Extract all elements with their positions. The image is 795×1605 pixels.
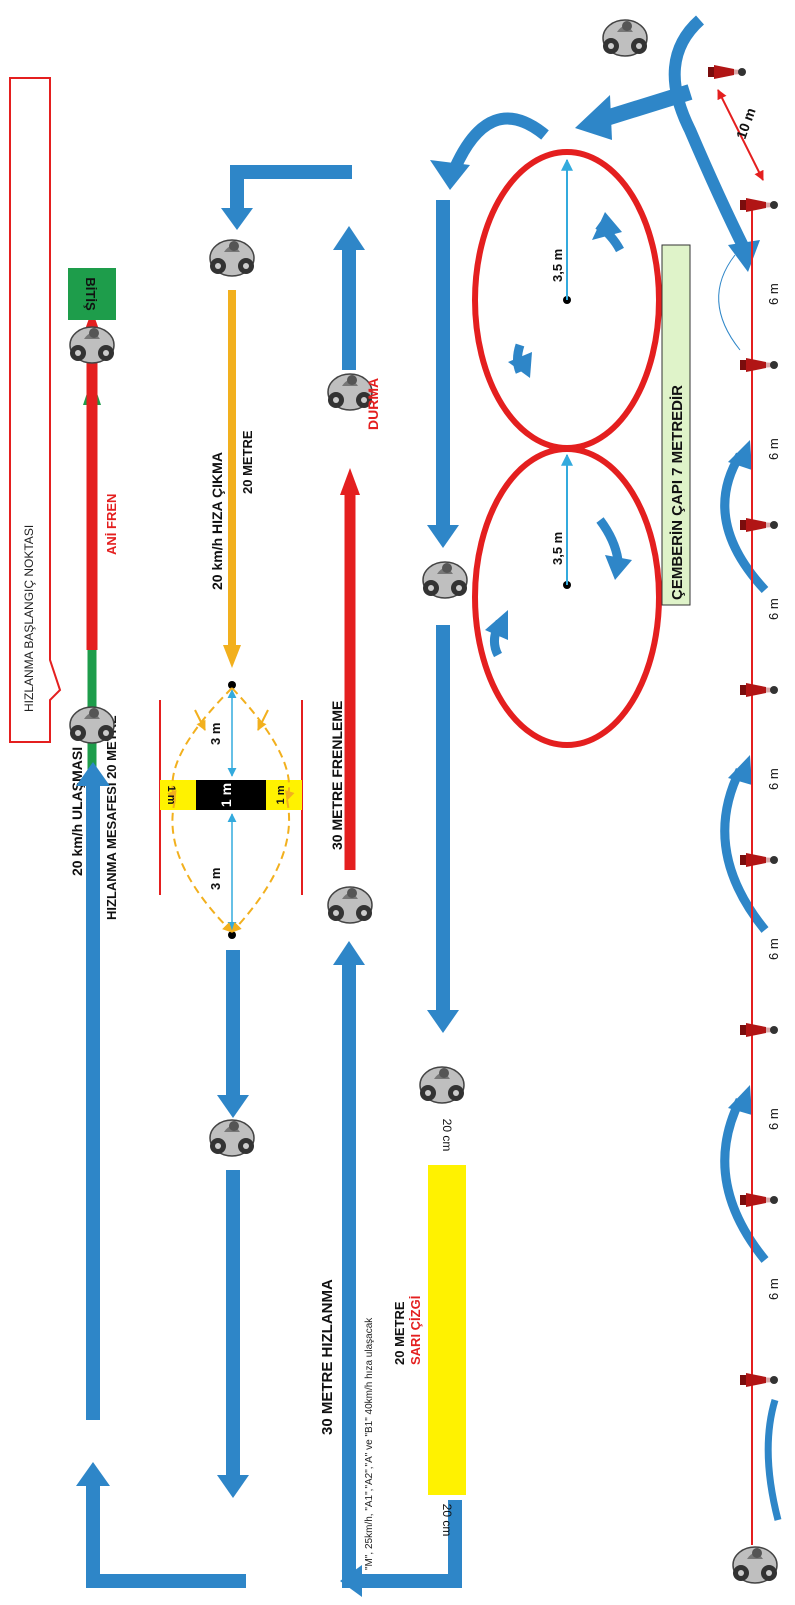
cone-6m-label: 6 m xyxy=(766,938,781,960)
motorcycle-icon xyxy=(419,1066,465,1104)
swerve-speed-arrowhead xyxy=(223,645,241,668)
acceleration-30m-label: 30 METRE HIZLANMA xyxy=(319,1279,336,1435)
one-m-left-label: 1 m xyxy=(165,786,177,805)
radius-bottom-label: 3,5 m xyxy=(550,532,565,565)
exit-box xyxy=(68,268,116,320)
yellow-20m-label: 20 METRE xyxy=(392,1301,407,1365)
sudden-brake-label: ANİ FREN xyxy=(104,494,119,555)
ten-m-arrow xyxy=(717,89,764,181)
three-m-left-label: 3 m xyxy=(208,723,223,745)
cone-6m-label: 6 m xyxy=(766,1108,781,1130)
one-m-center-label: 1 m xyxy=(218,783,234,807)
speed-note-label: "M", 25km/h, "A1","A2","A" ve "B1" 40km/… xyxy=(364,1317,375,1570)
figure-eight-circles xyxy=(472,149,662,748)
motorcycle-icon xyxy=(209,239,255,277)
motorcycle-icon xyxy=(327,886,373,924)
traffic-cone-icon xyxy=(740,1193,778,1207)
motorcycle-icon xyxy=(69,706,115,744)
cone-10m-label: 10 m xyxy=(733,106,759,141)
traffic-cone-icon xyxy=(708,65,746,79)
swerve-exit-path xyxy=(217,950,249,1498)
traffic-cone-icon xyxy=(740,1373,778,1387)
cone-6m-label: 6 m xyxy=(766,438,781,460)
curved-turn-arrow xyxy=(449,112,549,171)
acceleration-30m-path xyxy=(333,941,462,1597)
cone-6m-label: 6 m xyxy=(766,1278,781,1300)
yellow-approach-path xyxy=(427,200,459,1033)
stop-label: DURMA xyxy=(365,378,381,430)
yellow-line-strip xyxy=(428,1165,466,1495)
one-m-right-label: 1 m xyxy=(275,785,287,804)
traffic-cone-icon xyxy=(740,518,778,532)
motorcycle-icon xyxy=(209,1119,255,1157)
motorcycle-icon xyxy=(69,326,115,364)
cone-6m-label: 6 m xyxy=(766,768,781,790)
swerve-zone xyxy=(159,681,303,939)
left-return-path xyxy=(76,762,246,1588)
return-arrow-head xyxy=(575,95,612,140)
cone-6m-label: 6 m xyxy=(766,598,781,620)
three-m-right-label: 3 m xyxy=(208,868,223,890)
acceleration-speed-label: 20 km/h ULAŞMASI xyxy=(69,747,85,876)
traffic-cone-icon xyxy=(740,358,778,372)
cone-6m-label: 6 m xyxy=(766,283,781,305)
traffic-cone-icon xyxy=(740,1023,778,1037)
twenty-cm-bottom-label: 20 cm xyxy=(440,1504,454,1537)
motorcycle-icon xyxy=(732,1546,778,1584)
motorcycle-icon xyxy=(422,561,468,599)
traffic-cone-icon xyxy=(740,683,778,697)
traffic-cone-icon xyxy=(740,198,778,212)
circle-diameter-box xyxy=(661,244,691,606)
exit-label: BİTİŞ xyxy=(83,277,98,311)
braking-arrowhead xyxy=(340,468,360,495)
top-turn-path xyxy=(221,165,352,230)
circle-diameter-label: ÇEMBERİN ÇAPI 7 METREDİR xyxy=(669,385,686,600)
swerve-distance-label: 20 METRE xyxy=(240,430,255,494)
acceleration-distance-label: HIZLANMA MESAFESİ 20 METRE xyxy=(104,715,119,920)
traffic-cone-icon xyxy=(740,853,778,867)
braking-upper-path xyxy=(333,226,365,370)
swerve-speed-label: 20 km/h HIZA ÇIKMA xyxy=(209,452,225,590)
braking-30m-label: 30 METRE FRENLEME xyxy=(329,701,345,850)
start-point-label: HIZLANMA BAŞLANGIÇ NOKTASI xyxy=(22,525,36,712)
radius-top-label: 3,5 m xyxy=(550,249,565,282)
twenty-cm-top-label: 20 cm xyxy=(440,1119,454,1152)
motorcycle-icon xyxy=(602,19,648,57)
start-point-callout: HIZLANMA BAŞLANGIÇ NOKTASI xyxy=(9,77,62,743)
yellow-line-label: SARI ÇİZGİ xyxy=(408,1296,423,1365)
